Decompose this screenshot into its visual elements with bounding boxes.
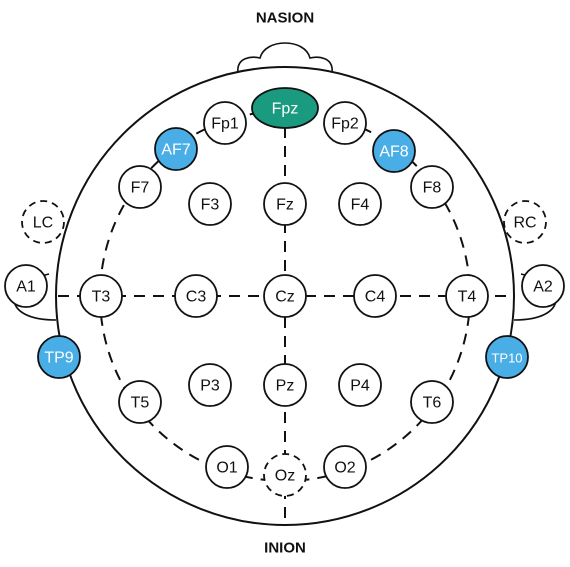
- electrode-c4-marker: [353, 274, 397, 318]
- electrode-tp9-marker: [37, 335, 81, 379]
- electrode-rc: RC: [503, 200, 547, 244]
- electrode-lc-label: LC: [33, 215, 53, 232]
- electrode-f7-marker: [118, 165, 162, 209]
- electrode-p3-label: P3: [200, 378, 220, 395]
- electrode-lc-marker: [21, 200, 65, 244]
- electrode-p3: P3: [188, 363, 232, 407]
- electrode-cz-marker: [263, 274, 307, 318]
- electrode-fz-marker: [263, 182, 307, 226]
- electrode-fp1-label: Fp1: [211, 116, 239, 133]
- electrode-t6-marker: [410, 380, 454, 424]
- electrode-fp2-label: Fp2: [331, 116, 359, 133]
- electrode-fp2: Fp2: [323, 101, 367, 145]
- electrode-tp9-label: TP9: [44, 350, 73, 367]
- electrode-af8: AF8: [372, 129, 416, 173]
- electrode-pz: Pz: [263, 363, 307, 407]
- electrode-t5-label: T5: [131, 395, 150, 412]
- electrode-t3-marker: [79, 274, 123, 318]
- electrode-tp10-marker: [485, 335, 529, 379]
- electrode-fpz-marker: [251, 87, 319, 129]
- electrode-t4-marker: [445, 274, 489, 318]
- nose-outline: [237, 42, 333, 74]
- electrode-tp9: TP9: [37, 335, 81, 379]
- electrode-t6: T6: [410, 380, 454, 424]
- electrode-tp10-label: TP10: [491, 351, 522, 366]
- electrode-o2: O2: [323, 445, 367, 489]
- electrode-rc-marker: [503, 200, 547, 244]
- electrode-p3-marker: [188, 363, 232, 407]
- electrode-oz: Oz: [263, 453, 307, 497]
- electrode-cz-label: Cz: [275, 289, 295, 306]
- electrode-o1: O1: [205, 445, 249, 489]
- electrode-p4-marker: [338, 363, 382, 407]
- electrode-t3-label: T3: [92, 289, 111, 306]
- electrode-f7-label: F7: [131, 180, 150, 197]
- electrode-f8-label: F8: [423, 180, 442, 197]
- electrode-c3-marker: [174, 274, 218, 318]
- nasion-label: NASION: [256, 10, 314, 27]
- electrode-c4-label: C4: [365, 289, 386, 306]
- electrode-t5: T5: [118, 380, 162, 424]
- electrode-fpz: Fpz: [251, 87, 319, 129]
- electrode-o2-label: O2: [334, 460, 355, 477]
- electrode-p4-label: P4: [350, 378, 370, 395]
- electrode-f4-marker: [338, 182, 382, 226]
- electrode-t5-marker: [118, 380, 162, 424]
- electrode-af8-marker: [372, 129, 416, 173]
- electrode-c3: C3: [174, 274, 218, 318]
- electrode-af7: AF7: [154, 127, 198, 171]
- electrode-a2-label: A2: [533, 279, 553, 296]
- electrode-o1-label: O1: [216, 460, 237, 477]
- electrode-t4: T4: [445, 274, 489, 318]
- electrode-a1-label: A1: [16, 279, 36, 296]
- electrode-f3-marker: [188, 182, 232, 226]
- electrode-a2-marker: [521, 264, 565, 308]
- electrode-fpz-label: Fpz: [272, 101, 299, 118]
- electrode-f7: F7: [118, 165, 162, 209]
- electrode-f4-label: F4: [351, 197, 370, 214]
- electrode-pz-marker: [263, 363, 307, 407]
- electrode-f3-label: F3: [201, 197, 220, 214]
- electrode-fp1-marker: [203, 101, 247, 145]
- inion-label: INION: [264, 540, 306, 557]
- electrode-fz: Fz: [263, 182, 307, 226]
- electrode-rc-label: RC: [513, 215, 536, 232]
- electrode-pz-label: Pz: [276, 378, 295, 395]
- electrode-c4: C4: [353, 274, 397, 318]
- electrode-o1-marker: [205, 445, 249, 489]
- electrode-af7-marker: [154, 127, 198, 171]
- electrode-a1: A1: [4, 264, 48, 308]
- electrode-t4-label: T4: [458, 289, 477, 306]
- electrode-c3-label: C3: [186, 289, 207, 306]
- electrode-a2: A2: [521, 264, 565, 308]
- electrode-oz-marker: [263, 453, 307, 497]
- electrode-fp2-marker: [323, 101, 367, 145]
- electrode-f8-marker: [410, 165, 454, 209]
- electrode-tp10: TP10: [485, 335, 529, 379]
- electrode-fp1: Fp1: [203, 101, 247, 145]
- electrode-o2-marker: [323, 445, 367, 489]
- electrode-f3: F3: [188, 182, 232, 226]
- electrode-t6-label: T6: [423, 395, 442, 412]
- electrode-f8: F8: [410, 165, 454, 209]
- electrode-lc: LC: [21, 200, 65, 244]
- electrode-cz: Cz: [263, 274, 307, 318]
- electrode-a1-marker: [4, 264, 48, 308]
- electrode-af7-label: AF7: [161, 142, 190, 159]
- electrode-f4: F4: [338, 182, 382, 226]
- electrode-fz-label: Fz: [276, 197, 294, 214]
- electrode-p4: P4: [338, 363, 382, 407]
- electrode-af8-label: AF8: [379, 144, 408, 161]
- electrode-oz-label: Oz: [275, 468, 295, 485]
- electrode-t3: T3: [79, 274, 123, 318]
